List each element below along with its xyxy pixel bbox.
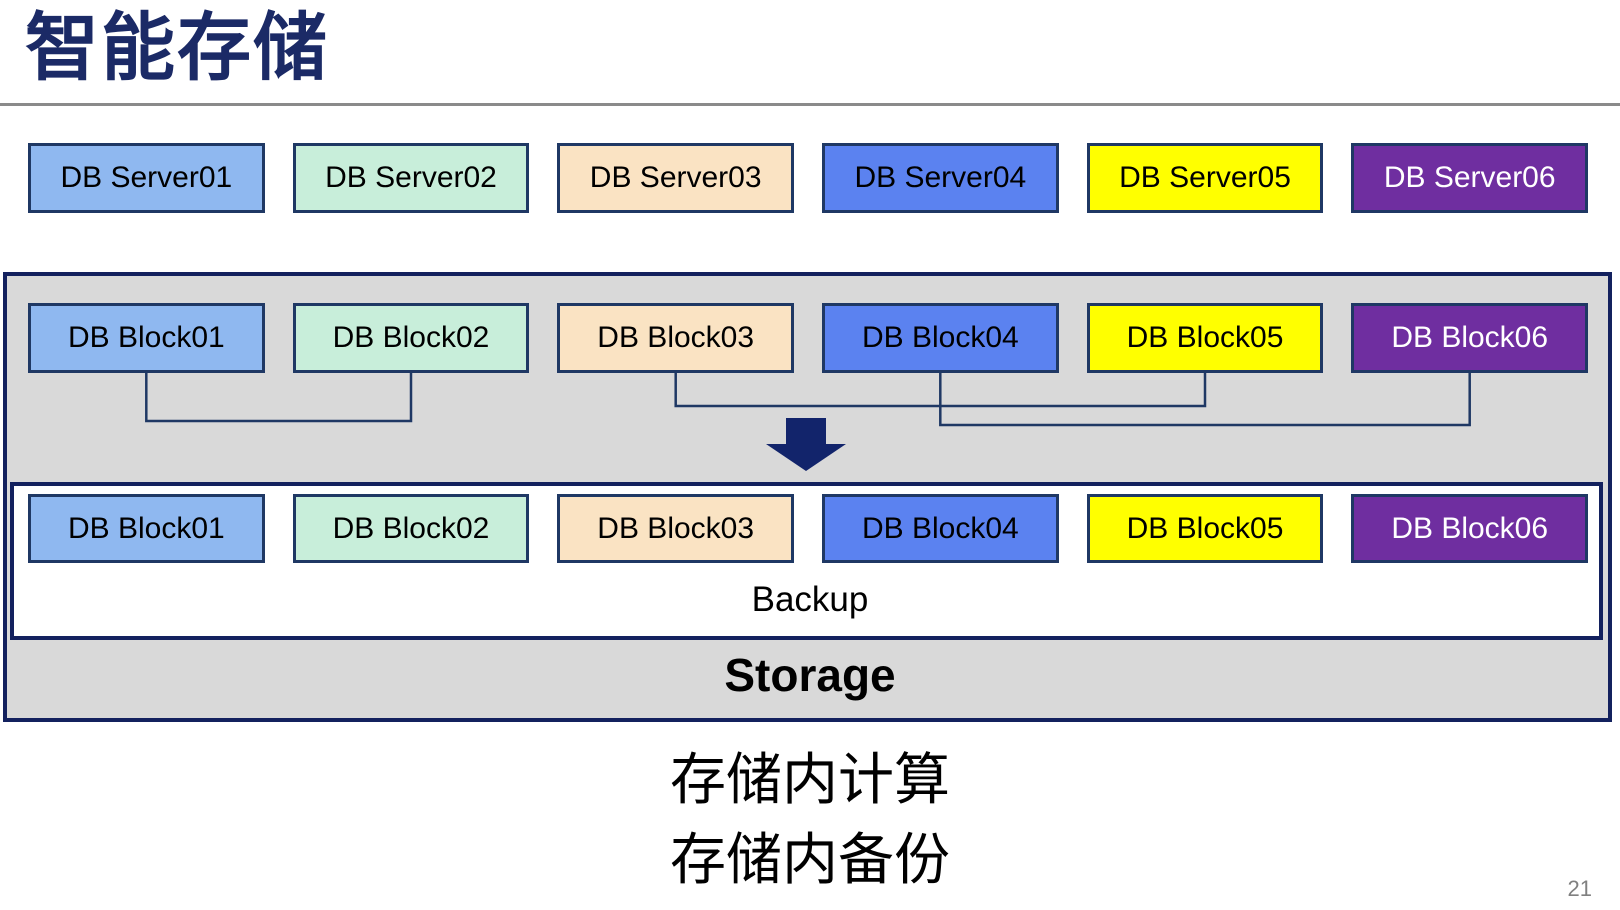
caption-line-2: 存储内备份 <box>670 828 950 891</box>
db-block-top-4: DB Block04 <box>822 303 1059 373</box>
caption-line-1: 存储内计算 <box>670 748 950 811</box>
db-block-top-1: DB Block01 <box>28 303 265 373</box>
db-block-row-backup: DB Block01 DB Block02 DB Block03 DB Bloc… <box>28 494 1589 563</box>
backup-box <box>10 482 1603 640</box>
db-block-backup-4: DB Block04 <box>822 494 1059 563</box>
caption: 存储内计算 存储内备份 <box>0 740 1620 900</box>
db-block-row-source: DB Block01 DB Block02 DB Block03 DB Bloc… <box>28 303 1589 373</box>
db-block-backup-1: DB Block01 <box>28 494 265 563</box>
db-server-box-3: DB Server03 <box>557 143 795 213</box>
db-block-backup-3: DB Block03 <box>557 494 795 563</box>
slide-title: 智能存储 <box>25 6 329 89</box>
page-number: 21 <box>1567 876 1592 901</box>
db-server-box-5: DB Server05 <box>1086 143 1324 213</box>
db-block-top-6: DB Block06 <box>1351 303 1589 373</box>
db-server-box-2: DB Server02 <box>292 143 530 213</box>
db-server-box-1: DB Server01 <box>28 143 265 213</box>
db-server-box-6: DB Server06 <box>1351 143 1589 213</box>
db-block-top-3: DB Block03 <box>557 303 795 373</box>
backup-label: Backup <box>751 580 869 619</box>
db-server-row: DB Server01 DB Server02 DB Server03 DB S… <box>28 143 1589 213</box>
db-block-top-5: DB Block05 <box>1086 303 1324 373</box>
db-block-backup-6: DB Block06 <box>1351 494 1589 563</box>
title-separator <box>0 103 1620 106</box>
db-block-backup-2: DB Block02 <box>292 494 530 563</box>
storage-label: Storage <box>724 649 896 701</box>
db-block-backup-5: DB Block05 <box>1086 494 1324 563</box>
db-server-box-4: DB Server04 <box>822 143 1059 213</box>
db-block-top-2: DB Block02 <box>292 303 530 373</box>
